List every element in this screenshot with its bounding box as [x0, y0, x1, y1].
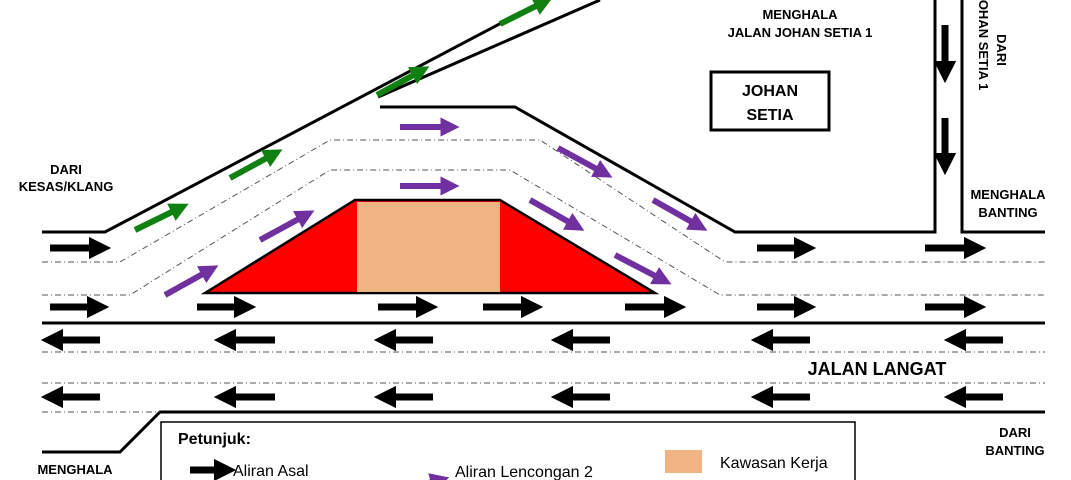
arrow-icon: [556, 145, 613, 178]
label-to-johan: JALAN JOHAN SETIA 1: [728, 25, 873, 40]
label-from-johan: DARI: [994, 34, 1009, 66]
legend-diversion-flow: Aliran Lencongan 2: [455, 464, 593, 480]
lane-markings: [42, 139, 1045, 413]
label-from-banting: DARI: [999, 425, 1031, 440]
work-area: [357, 202, 500, 292]
legend-title: Petunjuk:: [178, 431, 251, 448]
legend: Petunjuk: Aliran Asal Aliran Lencongan 2…: [160, 421, 856, 480]
arrow-icon: [528, 197, 585, 231]
legend-work-area: Kawasan Kerja: [720, 455, 828, 472]
johan-setia-label: SETIA: [746, 107, 794, 124]
arrow-icon: [133, 203, 189, 233]
label-to-bottom-left: MENGHALA: [37, 462, 113, 477]
road-name: JALAN LANGAT: [808, 359, 947, 379]
label-from-kesas: DARI: [50, 162, 82, 177]
arrow-icon: [651, 197, 708, 231]
legend-work-area-swatch: [665, 450, 702, 473]
label-from-johan: JALAN JOHAN SETIA 1: [976, 0, 991, 90]
arrow-icon: [163, 265, 219, 298]
label-from-banting: BANTING: [985, 443, 1044, 458]
green-flow-arrows: [133, 0, 553, 233]
arrow-icon: [613, 252, 672, 285]
legend-original-flow: Aliran Asal: [233, 463, 309, 480]
arrow-icon: [228, 149, 283, 181]
arrow-icon: [258, 210, 315, 243]
label-to-johan: MENGHALA: [762, 7, 838, 22]
diversion-flow-arrows: [163, 117, 708, 298]
label-to-banting: BANTING: [978, 205, 1037, 220]
label-from-kesas: KESAS/KLANG: [19, 179, 114, 194]
johan-setia-label: JOHAN: [742, 83, 798, 100]
johan-setia-box: [709, 70, 831, 132]
arrow-icon: [498, 0, 553, 27]
label-to-banting: MENGHALA: [970, 187, 1046, 202]
original-flow-arrows: [40, 25, 1003, 409]
arrow-icon: [375, 66, 430, 98]
